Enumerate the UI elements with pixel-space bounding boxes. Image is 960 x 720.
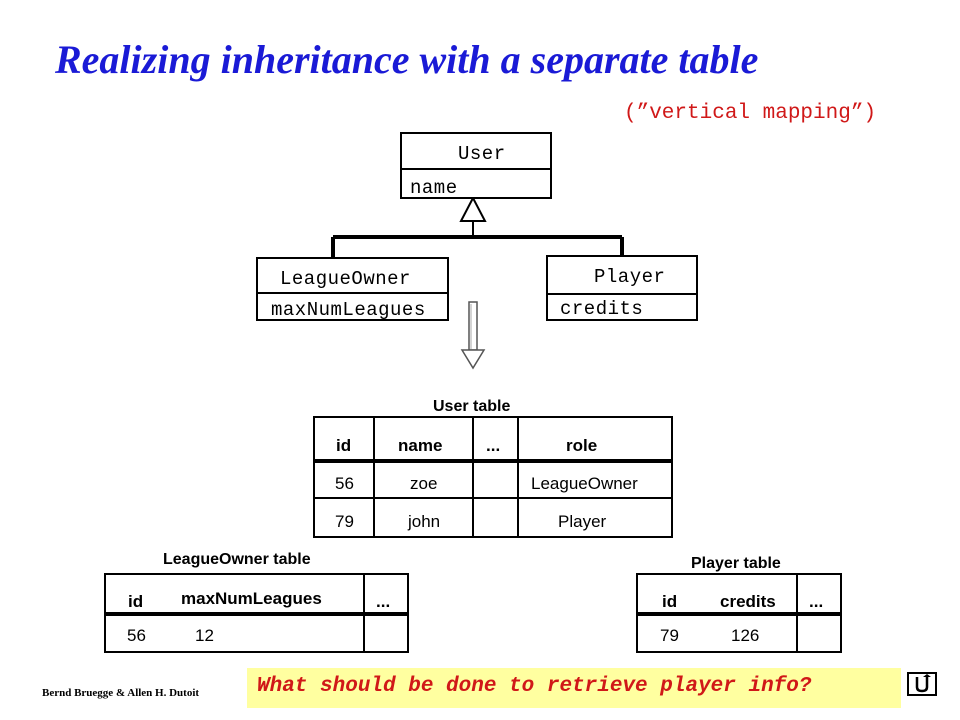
player-table-cell-id: 79 (660, 626, 679, 645)
return-arrow-icon (915, 674, 931, 693)
uml-class-user: User name (400, 132, 552, 199)
mapping-arrow-icon (460, 301, 486, 370)
slide-title: Realizing inheritance with a separate ta… (55, 37, 759, 82)
league-owner-table-cell-id: 56 (127, 626, 146, 645)
player-table-header-more: ... (809, 592, 824, 611)
attribute-name: name (410, 177, 458, 199)
user-table-cell-name: zoe (410, 474, 438, 493)
user-table-cell-id: 79 (335, 512, 354, 531)
inheritance-tree (331, 195, 624, 257)
uml-class-league-owner: LeagueOwner maxNumLeagues (256, 257, 449, 321)
league-owner-table-cell-max-num-leagues: 12 (195, 626, 214, 645)
user-table-header-name: name (398, 436, 443, 455)
class-name-user: User (458, 143, 506, 165)
slide-subtitle: (”vertical mapping”) (624, 102, 877, 125)
league-owner-table-header-max-num-leagues: maxNumLeagues (181, 589, 322, 608)
user-table-cell-role: LeagueOwner (531, 474, 638, 493)
player-table-header-id: id (662, 592, 678, 611)
player-table-caption: Player table (691, 555, 781, 572)
attribute-credits: credits (560, 298, 644, 320)
question-banner: What should be done to retrieve player i… (247, 668, 901, 708)
league-owner-table-header-id: id (128, 592, 144, 611)
class-name-player: Player (594, 266, 666, 288)
league-owner-table-caption: LeagueOwner table (163, 551, 311, 568)
question-text: What should be done to retrieve player i… (257, 675, 812, 698)
league-owner-table-header-more: ... (376, 592, 391, 611)
user-table-caption: User table (433, 398, 511, 415)
attribute-max-num-leagues: maxNumLeagues (271, 299, 426, 321)
user-table-header-role: role (566, 436, 598, 455)
uml-class-player: Player credits (546, 255, 698, 321)
user-table-header-more: ... (486, 436, 501, 455)
player-table-header-credits: credits (720, 592, 776, 611)
user-table-cell-role: Player (558, 512, 607, 531)
user-table-cell-name: john (408, 512, 441, 531)
player-table-cell-credits: 126 (731, 626, 760, 645)
return-button[interactable] (907, 672, 937, 696)
footer-credit: Bernd Bruegge & Allen H. Dutoit (42, 687, 200, 699)
user-table-cell-id: 56 (335, 474, 354, 493)
class-name-league-owner: LeagueOwner (280, 268, 411, 290)
user-table-header-id: id (336, 436, 352, 455)
